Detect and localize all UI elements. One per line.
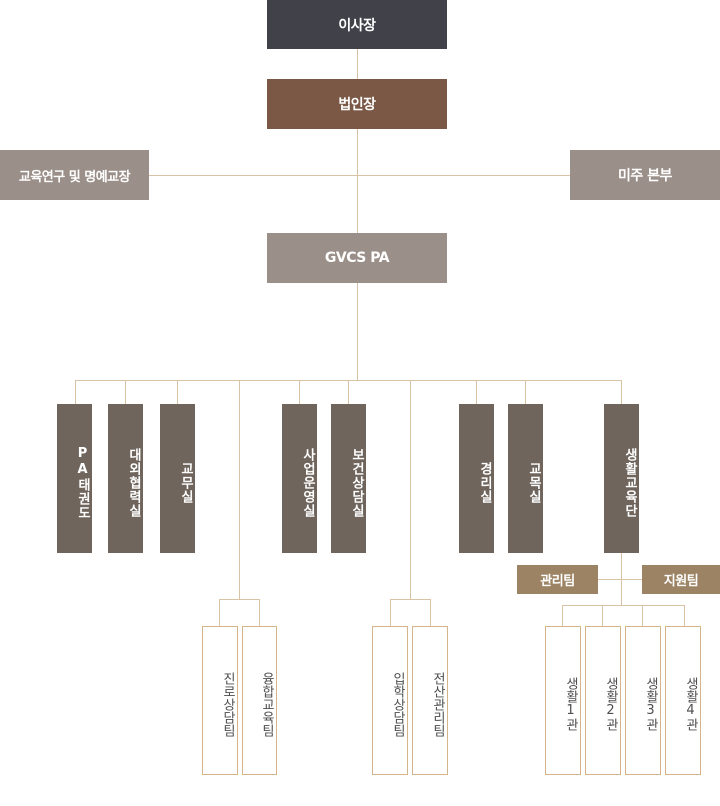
us-hq-node: 미주 본부 bbox=[570, 150, 720, 200]
drop-line bbox=[299, 380, 300, 404]
drop-line bbox=[684, 605, 685, 626]
team-label: 입학상담팀 bbox=[390, 671, 405, 737]
trunk-line-bottom bbox=[357, 283, 358, 381]
branch-line-horizontal bbox=[149, 175, 570, 176]
dorm-node: 생활2관 bbox=[585, 626, 621, 775]
team-node: 융합교육팀 bbox=[242, 626, 277, 775]
dorm-node: 생활4관 bbox=[665, 626, 701, 775]
team-label: 진로상담팀 bbox=[220, 671, 235, 737]
department-node: 교무실 bbox=[160, 404, 195, 553]
management-team-node: 관리팀 bbox=[517, 565, 598, 594]
department-node: 보건상담실 bbox=[331, 404, 366, 553]
sub-team-bar bbox=[598, 579, 642, 580]
department-node: 사업운영실 bbox=[282, 404, 317, 553]
drop-line bbox=[621, 380, 622, 404]
trunk-line-top bbox=[357, 49, 358, 233]
department-label: 대외협력실 bbox=[126, 448, 141, 518]
team-label: 융합교육팀 bbox=[259, 671, 274, 737]
team-node: 전산관리팀 bbox=[412, 626, 448, 775]
department-node: 대외협력실 bbox=[108, 404, 143, 553]
dorm-node: 생활3관 bbox=[625, 626, 661, 775]
corp-head-node: 법인장 bbox=[267, 79, 447, 129]
drop-line bbox=[602, 605, 603, 626]
drop-line bbox=[348, 380, 349, 404]
department-node: 생활교육단 bbox=[604, 404, 639, 553]
education-research-node: 교육연구 및 명예교장 bbox=[0, 150, 149, 200]
department-label: 교무실 bbox=[178, 462, 193, 504]
team-node: 입학상담팀 bbox=[372, 626, 408, 775]
left-team-bar bbox=[219, 599, 260, 600]
chairman-node: 이사장 bbox=[267, 0, 447, 49]
drop-line bbox=[476, 380, 477, 404]
department-label: 교목실 bbox=[526, 462, 541, 504]
department-node: 교목실 bbox=[508, 404, 543, 553]
drop-line bbox=[219, 599, 220, 626]
drop-line bbox=[525, 380, 526, 404]
department-label: 보건상담실 bbox=[349, 448, 364, 518]
support-team-node: 지원팀 bbox=[642, 565, 720, 594]
department-label: PA태권도 bbox=[75, 446, 90, 520]
gvcs-pa-label: GVCS PA bbox=[324, 250, 390, 266]
dorm-bar bbox=[562, 605, 685, 606]
drop-line bbox=[75, 380, 76, 404]
dorm-node: 생활1관 bbox=[545, 626, 581, 775]
left-team-stem bbox=[239, 380, 240, 600]
dorm-label: 생활2관 bbox=[603, 677, 618, 731]
drop-line bbox=[430, 599, 431, 626]
department-node: 경리실 bbox=[459, 404, 494, 553]
team-node: 진로상담팀 bbox=[202, 626, 238, 775]
department-label: 경리실 bbox=[477, 462, 492, 504]
mid-team-stem bbox=[410, 380, 411, 600]
corp-head-label: 법인장 bbox=[338, 97, 376, 113]
us-hq-label: 미주 본부 bbox=[618, 168, 672, 184]
support-team-label: 지원팀 bbox=[663, 574, 699, 589]
drop-line bbox=[390, 599, 391, 626]
team-label: 전산관리팀 bbox=[430, 671, 445, 737]
dorm-label: 생활3관 bbox=[643, 677, 658, 731]
drop-line bbox=[177, 380, 178, 404]
management-team-label: 관리팀 bbox=[540, 574, 575, 589]
department-node: PA태권도 bbox=[57, 404, 92, 553]
mid-team-bar bbox=[390, 599, 431, 600]
education-research-label: 교육연구 및 명예교장 bbox=[18, 169, 131, 185]
gvcs-pa-node: GVCS PA bbox=[267, 233, 447, 283]
dorm-label: 생활4관 bbox=[683, 677, 698, 731]
drop-line bbox=[642, 605, 643, 626]
department-label: 생활교육단 bbox=[622, 448, 637, 518]
drop-line bbox=[125, 380, 126, 404]
dorm-label: 생활1관 bbox=[563, 677, 578, 731]
chairman-label: 이사장 bbox=[338, 17, 376, 34]
department-label: 사업운영실 bbox=[300, 448, 315, 518]
drop-line bbox=[562, 605, 563, 626]
drop-line bbox=[259, 599, 260, 626]
